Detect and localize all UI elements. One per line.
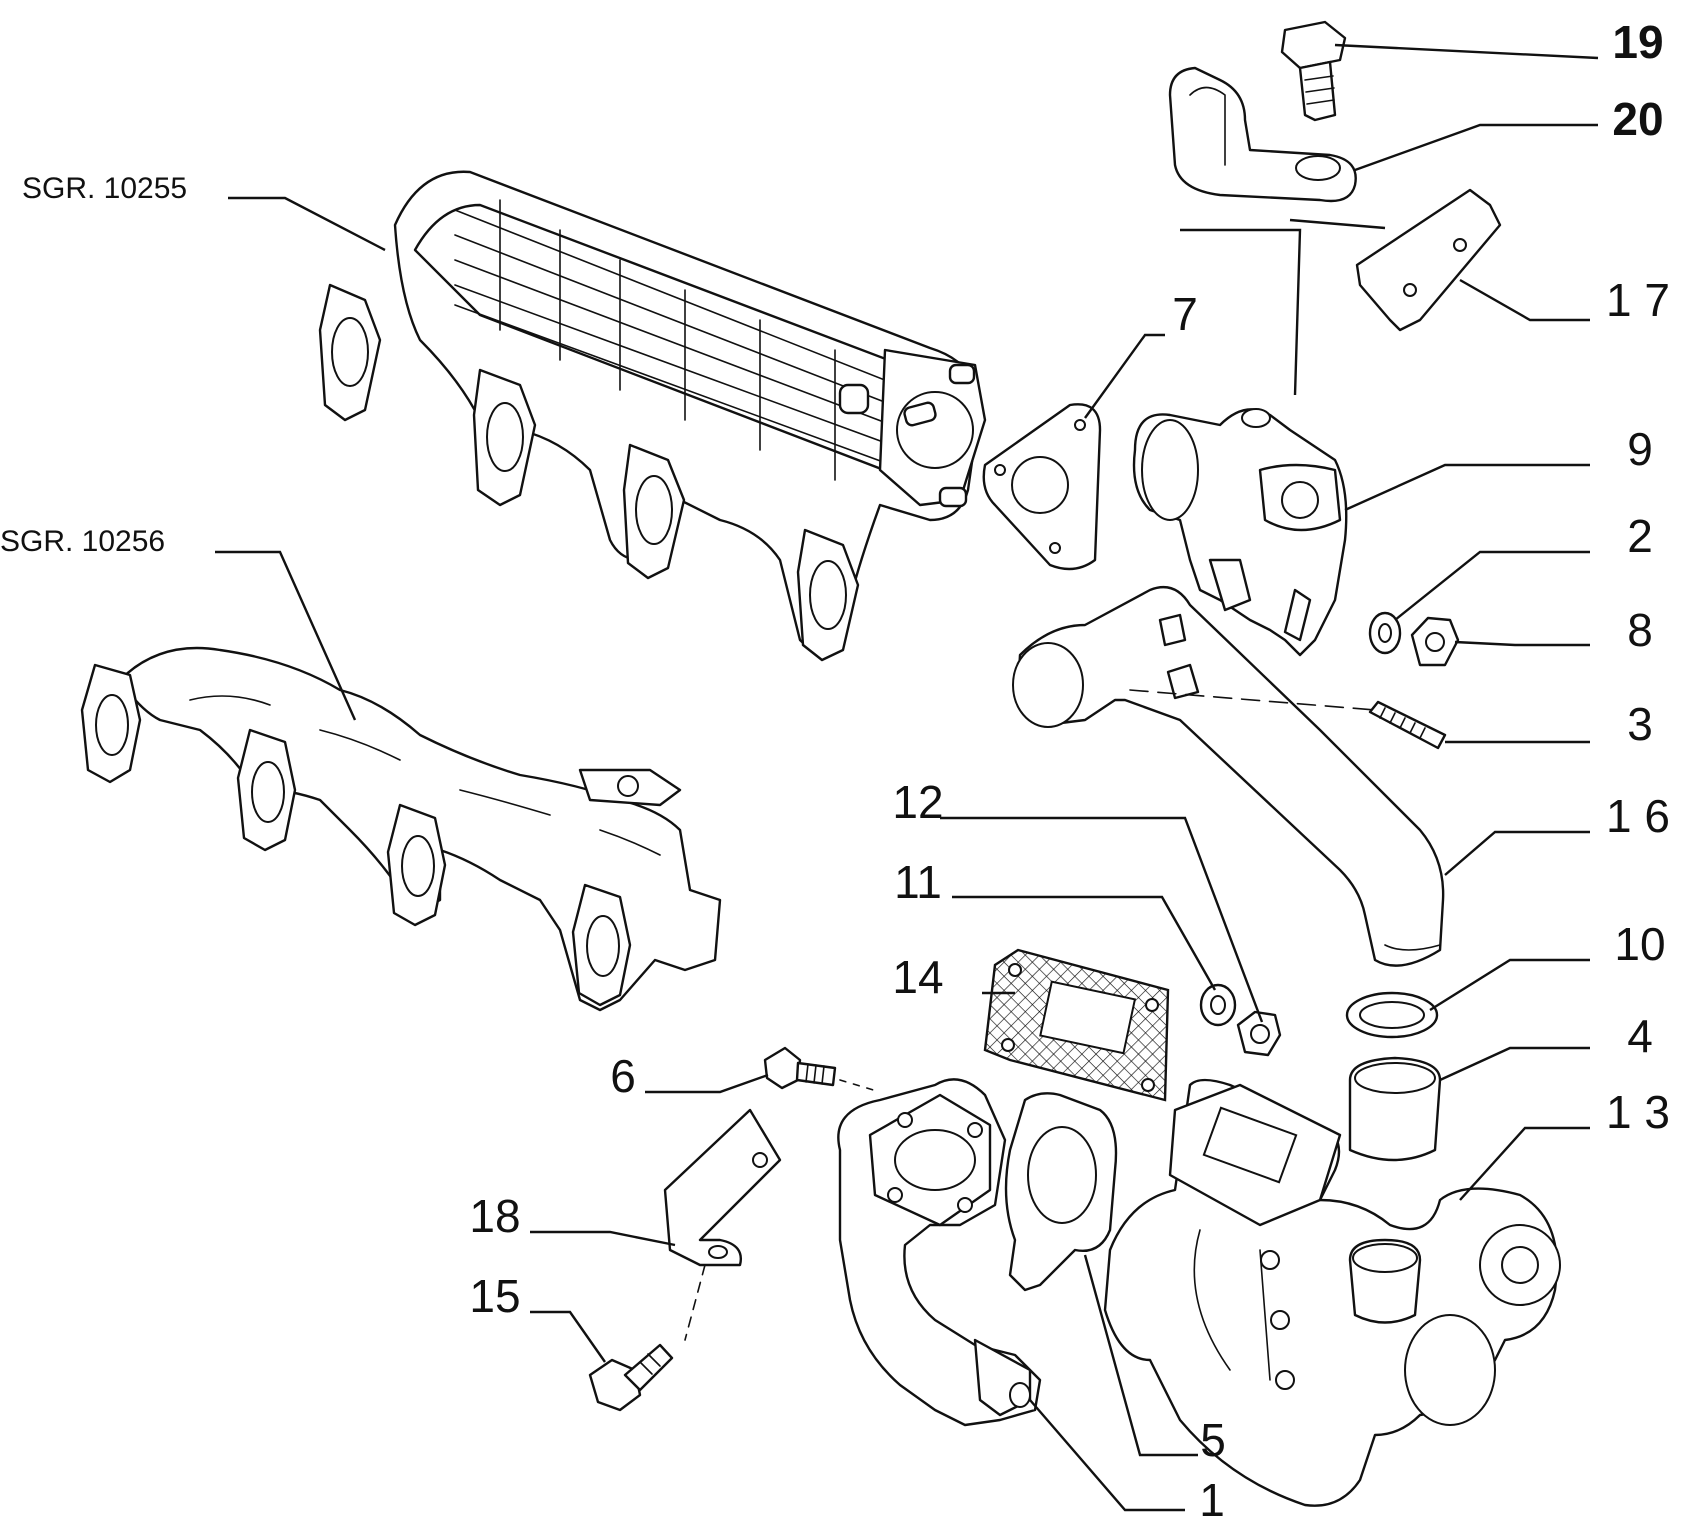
callout-1: 1 — [1199, 1474, 1225, 1521]
part-19-bolt — [1280, 20, 1347, 122]
part-17-plate — [1355, 188, 1502, 332]
callout-14: 14 — [892, 951, 943, 1003]
callout-6: 6 — [610, 1050, 636, 1102]
callout-9: 9 — [1627, 423, 1653, 475]
manifold-port-flanges — [318, 283, 860, 662]
callout-4: 4 — [1627, 1010, 1653, 1062]
callout-17: 1 7 — [1606, 274, 1670, 326]
part-9-egr-elbow — [1132, 408, 1348, 657]
leader-lines — [215, 43, 1599, 1512]
part-6-bolt — [763, 1046, 837, 1090]
callout-10: 10 — [1614, 918, 1665, 970]
part-2-washer — [1368, 611, 1402, 655]
callout-5: 5 — [1200, 1414, 1226, 1466]
callout-12: 12 — [892, 776, 943, 828]
part-3-stud — [1368, 700, 1447, 750]
part-12-nut — [1236, 1010, 1282, 1057]
part-20-clamp — [1168, 66, 1357, 203]
intake-port-flanges — [80, 663, 632, 1007]
callout-7: 7 — [1172, 288, 1198, 340]
part-14-gasket — [983, 948, 1170, 1102]
intake-egr-flange — [578, 768, 682, 807]
part-7-gasket — [982, 403, 1102, 571]
callout-16: 1 6 — [1606, 790, 1670, 842]
part-1-exhaust-elbow — [837, 1078, 1042, 1427]
callout-3: 3 — [1627, 698, 1653, 750]
part-13-turbocharger — [1103, 1078, 1561, 1507]
ref-sgr-10256: SGR. 10256 — [0, 525, 165, 558]
manifold-clips — [499, 199, 836, 481]
manifold-outlet-flange — [838, 348, 987, 508]
callout-15: 15 — [469, 1270, 520, 1322]
labels: SGR. 10255 SGR. 10256 19 20 1 7 7 9 2 8 … — [0, 16, 1670, 1521]
exhaust-manifold-upper — [318, 170, 987, 662]
callout-18: 18 — [469, 1190, 520, 1242]
part-11-lockwasher — [1199, 983, 1237, 1027]
part-8-nut — [1410, 616, 1460, 667]
intake-manifold-lower — [80, 646, 722, 1012]
callout-11: 11 — [894, 856, 942, 908]
part-16-egr-pipe — [1012, 585, 1445, 967]
part-18-bracket — [663, 1108, 782, 1267]
callout-19: 19 — [1612, 16, 1663, 68]
part-15-bolt — [588, 1343, 674, 1412]
callout-8: 8 — [1627, 604, 1653, 656]
callout-2: 2 — [1627, 510, 1653, 562]
part-5-gasket — [1004, 1092, 1118, 1292]
callout-13: 1 3 — [1606, 1086, 1670, 1138]
part-4-sleeve — [1348, 1056, 1442, 1162]
part-10-ring — [1345, 991, 1439, 1039]
callout-20: 20 — [1612, 93, 1663, 145]
ref-sgr-10255: SGR. 10255 — [22, 172, 187, 205]
